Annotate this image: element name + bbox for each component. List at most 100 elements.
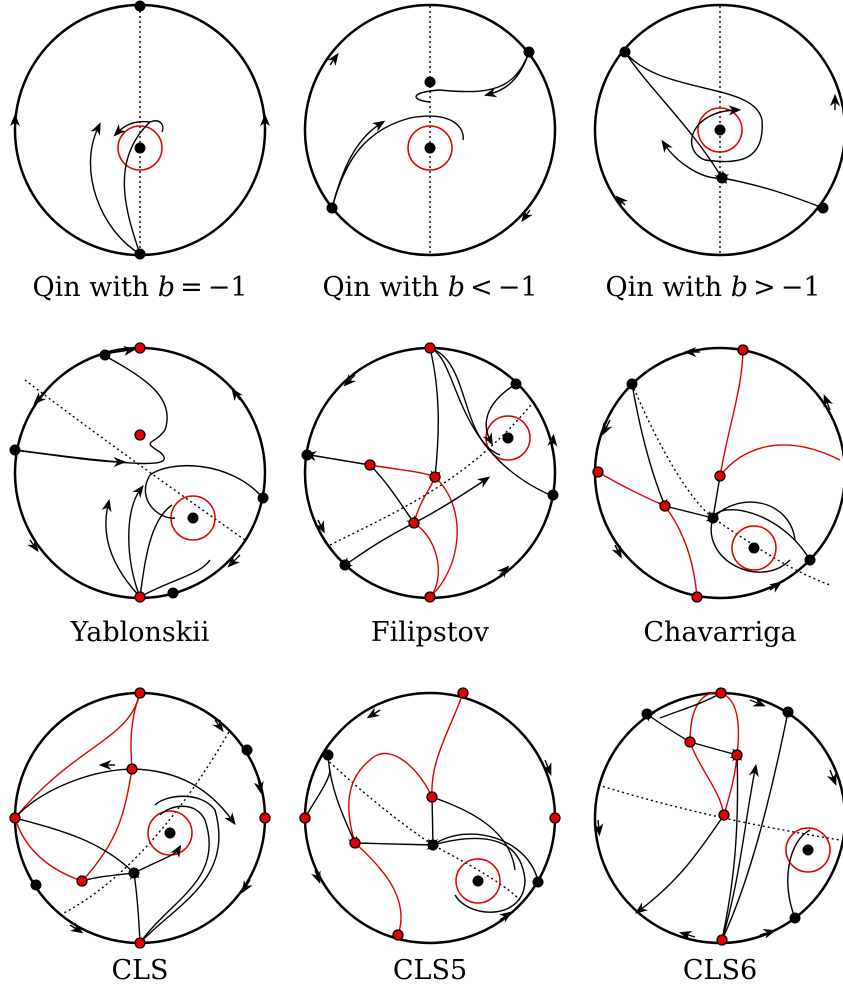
red-node	[737, 344, 749, 356]
trajectory	[123, 120, 164, 255]
infinite-point	[326, 202, 338, 214]
boundary-arrow	[327, 52, 339, 67]
saddle-point	[427, 839, 439, 851]
red-node	[134, 687, 146, 699]
trajectory	[689, 741, 744, 759]
red-node	[364, 459, 376, 471]
red-trajectory	[429, 476, 458, 598]
boundary-arrow	[366, 707, 381, 719]
boundary-arrow	[27, 538, 39, 553]
boundary-arrow	[69, 922, 84, 934]
trajectory	[712, 501, 796, 541]
red-node	[731, 749, 743, 761]
red-trajectory	[354, 842, 402, 936]
equilibrium-point	[472, 875, 484, 887]
caption-rel: <	[470, 272, 493, 303]
red-node	[126, 763, 138, 775]
trajectory	[664, 505, 720, 522]
red-trajectory	[689, 741, 725, 816]
red-node	[549, 812, 561, 824]
trajectory	[14, 355, 168, 465]
boundary-arrow	[498, 911, 513, 923]
trajectory	[89, 122, 141, 255]
boundary-arrow	[521, 208, 533, 223]
boundary-arrow	[611, 544, 622, 559]
trajectory	[354, 839, 440, 850]
boundary-arrow	[593, 819, 604, 837]
trajectory	[690, 105, 742, 161]
trajectory	[139, 805, 210, 944]
red-node	[259, 812, 271, 824]
infinite-point	[322, 749, 334, 761]
infinite-point	[510, 378, 522, 390]
infinite-point	[99, 349, 111, 361]
infinite-point	[339, 559, 351, 571]
red-trajectory	[664, 505, 698, 598]
caption-var: b	[730, 272, 749, 303]
trajectory	[659, 692, 722, 719]
infinite-point	[134, 0, 146, 12]
equilibrium-point	[802, 844, 814, 856]
limit-cycle	[117, 125, 163, 171]
trajectory	[81, 872, 135, 882]
panel-cls5	[299, 687, 561, 945]
red-trajectory	[431, 692, 464, 798]
caption-prefix: Qin with	[322, 272, 440, 303]
red-node	[426, 791, 438, 803]
trajectory	[721, 763, 759, 941]
saddle-point	[128, 867, 140, 879]
red-node	[349, 837, 361, 849]
infinite-point	[619, 46, 631, 58]
boundary-arrow	[547, 433, 558, 451]
trajectory	[101, 498, 141, 598]
red-node	[76, 875, 88, 887]
boundary-arrow	[33, 391, 47, 405]
trajectory	[327, 754, 358, 849]
infinite-point	[523, 46, 535, 58]
trajectory	[432, 833, 539, 883]
red-node	[134, 591, 146, 603]
infinite-point	[257, 492, 269, 504]
limit-cycle	[455, 858, 501, 904]
poincare-disk	[303, 691, 557, 945]
trajectory	[624, 51, 763, 163]
red-trajectory	[723, 754, 738, 816]
panel-qin-b-eq	[9, 0, 271, 260]
limit-cycle	[731, 525, 777, 571]
infinite-point	[789, 912, 801, 924]
dotted-separatrix	[631, 383, 831, 586]
infinite-point	[817, 202, 829, 214]
caption-cls6: CLS6	[682, 955, 758, 986]
infinite-point	[532, 876, 544, 888]
trajectory	[624, 51, 726, 184]
infinite-point	[134, 248, 146, 260]
trajectory	[331, 115, 464, 209]
trajectory	[369, 464, 418, 529]
red-node	[134, 429, 146, 441]
equilibrium-point	[164, 827, 176, 839]
dotted-separatrix	[329, 399, 536, 546]
boundary-arrow	[314, 519, 325, 534]
red-trajectory	[720, 692, 740, 756]
trajectory	[710, 509, 811, 573]
red-node	[134, 937, 146, 949]
red-trajectory	[719, 444, 841, 477]
trajectory	[139, 795, 220, 944]
dotted-separatrix	[59, 729, 231, 916]
panel-qin-b-gt	[593, 3, 843, 257]
boundary-arrow	[541, 759, 552, 776]
poincare-disk	[593, 3, 843, 257]
caption-var: b	[447, 272, 466, 303]
panel-cls	[9, 687, 271, 949]
red-node	[592, 466, 604, 478]
boundary-arrow	[759, 928, 777, 939]
trajectory	[413, 476, 491, 524]
caption-prefix: Qin with	[605, 272, 723, 303]
caption-filipstov: Filipstov	[370, 617, 490, 648]
caption-prefix: Qin with	[32, 272, 150, 303]
trajectory	[715, 174, 824, 209]
equilibrium-point	[714, 124, 726, 136]
infinite-point	[782, 706, 794, 718]
trajectory	[139, 559, 211, 598]
trajectory	[641, 710, 691, 743]
